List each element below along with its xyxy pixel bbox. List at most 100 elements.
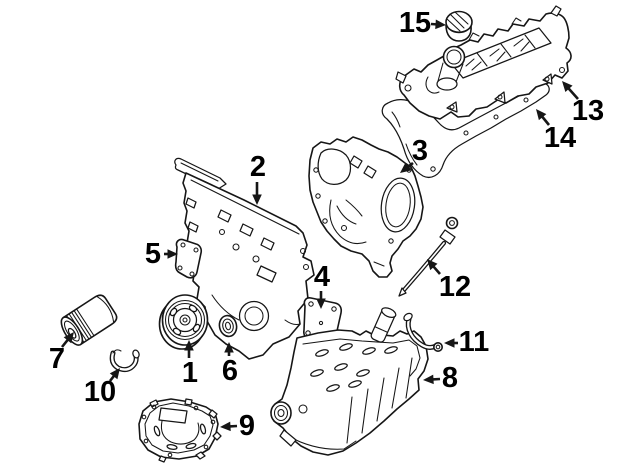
arrow-head-icon: [400, 162, 412, 173]
line-art-path: [177, 265, 183, 271]
line-art-path: [211, 294, 240, 321]
line-art-path: [310, 369, 324, 377]
line-art-path: [435, 344, 441, 350]
line-art-path: [193, 247, 199, 253]
crank-bore: [238, 300, 270, 332]
line-art-path: [339, 343, 353, 351]
line-art-path: [340, 224, 348, 232]
callout-7-oil-filter: 7: [49, 332, 74, 375]
line-art-path: [302, 263, 310, 271]
callout-5-front-cover-gasket-plate: 5: [145, 238, 178, 270]
line-art-path: [381, 307, 397, 318]
line-art-path: [334, 363, 348, 371]
line-art-path: [308, 301, 314, 307]
arrow-head-icon: [435, 19, 446, 30]
line-art-path: [313, 167, 319, 173]
line-art-path: [384, 346, 398, 354]
part-number-label-10: 10: [84, 376, 116, 408]
line-art-path: [185, 442, 197, 450]
line-art-path: [476, 34, 536, 67]
line-art-path: [158, 407, 188, 424]
arrow-head-icon: [63, 332, 74, 344]
line-art-path: [398, 287, 407, 297]
callout-15-oil-filler-cap: 15: [399, 7, 446, 39]
line-art-path: [497, 94, 503, 100]
line-art-path: [112, 349, 122, 354]
line-art-path: [166, 444, 178, 450]
arrow-head-icon: [109, 368, 120, 380]
valve-cover-drawing: [395, 5, 572, 120]
line-art-path: [449, 220, 455, 226]
oil-filter-drawing: [60, 294, 118, 346]
line-art-path: [132, 349, 140, 359]
callout-6-crankshaft-front-seal: 6: [222, 342, 238, 387]
part-number-label-1: 1: [182, 357, 198, 389]
line-art-path: [318, 320, 324, 326]
part-number-label-9: 9: [239, 410, 255, 442]
line-art-path: [336, 199, 363, 225]
line-art-path: [449, 104, 455, 110]
line-art-path: [217, 209, 275, 251]
line-art-path: [66, 308, 95, 343]
line-art-path: [188, 304, 198, 313]
callout-4-timing-cover-plate: 4: [314, 261, 330, 309]
leader-line: [432, 265, 441, 275]
line-art-path: [445, 24, 472, 42]
callout-12-oil-dipstick: 12: [427, 259, 471, 303]
line-art-path: [439, 229, 456, 245]
curved-bracket-drawing: [109, 349, 140, 373]
line-art-path: [143, 438, 149, 444]
part-number-label-6: 6: [222, 355, 238, 387]
line-art-path: [96, 296, 115, 323]
callout-9-lower-oil-pan: 9: [220, 410, 255, 442]
line-art-path: [244, 306, 264, 326]
line-art-path: [550, 5, 562, 17]
line-art-path: [153, 425, 161, 437]
line-art-path: [315, 193, 321, 199]
line-art-path: [180, 162, 219, 182]
crankshaft-front-seal-drawing: [218, 314, 238, 338]
arrow-head-icon: [167, 249, 178, 259]
line-art-path: [218, 228, 226, 236]
part-number-label-12: 12: [439, 271, 471, 303]
rear-timing-cover-drawing: [308, 136, 424, 278]
part-number-label-7: 7: [49, 343, 65, 375]
line-art-path: [279, 429, 297, 447]
line-art-path: [298, 404, 308, 414]
line-art-path: [346, 357, 413, 444]
line-art-path: [179, 314, 191, 326]
line-art-path: [199, 423, 207, 435]
line-art-path: [558, 66, 566, 74]
line-art-path: [468, 17, 522, 41]
callout-3-rear-timing-cover: 3: [400, 135, 428, 173]
line-art-path: [224, 321, 232, 331]
line-art-path: [436, 77, 458, 91]
line-art-path: [329, 199, 367, 245]
line-art-path: [167, 302, 203, 338]
line-art-path: [395, 71, 407, 84]
line-art-path: [403, 312, 413, 322]
line-art-path: [182, 317, 188, 323]
front-timing-cover-drawing: [174, 157, 315, 360]
line-art-path: [374, 326, 388, 333]
line-art-path: [388, 238, 394, 244]
arrow-head-icon: [427, 259, 438, 271]
part-number-label-14: 14: [544, 122, 576, 154]
part-number-label-3: 3: [412, 135, 428, 167]
line-art-path: [141, 414, 147, 420]
line-art-path: [425, 76, 440, 94]
line-art-path: [192, 323, 201, 333]
line-art-path: [445, 216, 459, 230]
line-art-path: [385, 182, 411, 228]
line-art-path: [391, 111, 418, 166]
line-art-path: [437, 62, 464, 83]
line-art-path: [167, 452, 173, 458]
line-art-path: [356, 369, 370, 377]
oil-filler-neck: [436, 45, 466, 91]
line-art-path: [193, 405, 199, 411]
leader-line: [108, 374, 116, 382]
line-art-path: [252, 255, 260, 263]
line-art-path: [111, 351, 138, 371]
